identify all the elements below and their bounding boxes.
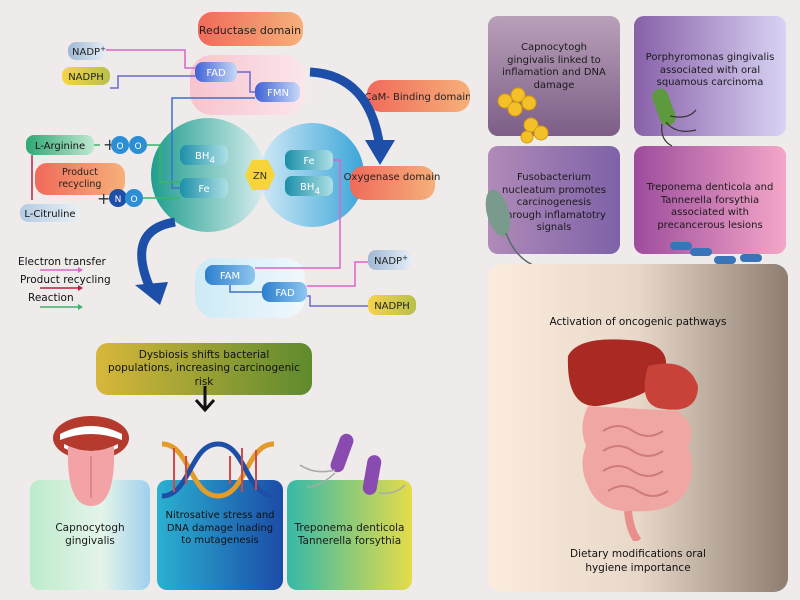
right-heme-circle (260, 123, 364, 227)
nadp-top-label: NADP+ (72, 45, 106, 58)
nadp-top-pill (68, 42, 106, 60)
fe-left-pill (180, 178, 228, 198)
fam-label: FAM (220, 271, 240, 282)
dysbiosis-text: Dysbiosis shifts bacterial populations, … (108, 348, 300, 388)
no-label-n: N (115, 195, 122, 205)
bottom-card-2: Nitrosative stress and DNA damage lnadin… (157, 480, 283, 590)
stomach-icon (644, 363, 698, 410)
rod-bacteria-icon (652, 88, 697, 147)
legend-recycling-label: Product recycling (20, 274, 111, 286)
electron-line-fad-fmn (237, 71, 255, 93)
electron-line-nadp-bottom (307, 261, 368, 287)
electron-line-fad-fam (229, 285, 262, 293)
zn-label: ZN (253, 171, 267, 182)
fad-top-pill (195, 62, 237, 82)
reductase-domain-label: Reductase domain (199, 24, 301, 37)
reductase-domain-pill (198, 12, 303, 46)
no-atom-o (125, 189, 143, 207)
fusobacterium-icon (485, 189, 539, 268)
fam-pill (205, 265, 255, 285)
o2-label-1: O (116, 142, 123, 152)
zn-hexagon (245, 160, 275, 190)
bottom-card-2-text: Nitrosative stress and DNA damage lnadin… (165, 510, 275, 546)
chain-bacteria-icon (670, 242, 762, 264)
digestive-system-icon (567, 339, 698, 541)
curved-arrow-top-head (365, 140, 395, 165)
right-card-1-text: Capnocytogh gingivalis linked to inflama… (502, 42, 606, 91)
l-citruline-pill (20, 204, 80, 222)
fmn-pill (255, 82, 300, 102)
right-card-3: Fusobacterium nucleatum promotes carcino… (488, 146, 620, 254)
dna-helix-icon (161, 441, 275, 499)
nadp-bottom-pill (368, 250, 412, 270)
fe-right-label: Fe (303, 156, 314, 167)
no-atom-n (109, 189, 127, 207)
curved-arrow-top (309, 67, 385, 149)
right-card-4: Treponema denticola and Tannerella forsy… (634, 146, 786, 254)
bottom-card-1-text: Capnocytogh gingivalis (55, 522, 125, 548)
bh4-left-label: BH4 (195, 151, 215, 166)
bottom-card-3-text: Treponema denticola Tannerella forsythia (294, 522, 405, 548)
fmn-label: FMN (267, 88, 289, 99)
oxygenase-label-line1: Oxygenase domain (344, 172, 441, 183)
oxygenase-pill (350, 166, 435, 200)
o2-label-2: O (134, 142, 141, 152)
bh4-left-pill (180, 145, 228, 165)
o2-atom-1 (111, 136, 129, 154)
right-card-3-text: Fusobacterium nucleatum promotes carcino… (502, 172, 606, 233)
fad-top-label: FAD (206, 68, 226, 79)
right-card-4-text: Treponema denticola and Tannerella forsy… (646, 182, 774, 231)
curved-arrow-bottom-head (135, 282, 168, 305)
liver-icon (567, 339, 667, 407)
electron-line-nadph-bottom (307, 295, 368, 307)
nos-enzyme-diagram: Reductase domain NADP+ NADPH FAD FMN CaM… (18, 12, 470, 318)
right-card-1: Capnocytogh gingivalis linked to inflama… (488, 16, 620, 136)
l-arginine-pill (26, 135, 94, 155)
legend-electron-label: Electron transfer (18, 256, 107, 268)
cocci-bacteria-icon (497, 87, 549, 144)
bacteria-rod-icon (299, 433, 406, 495)
fad-bottom-pill (262, 282, 307, 302)
nadph-bottom-label: NADPH (374, 301, 410, 312)
fe-right-pill (285, 150, 333, 170)
oncogenic-pathways-text: Activation of oncogenic pathways (549, 316, 727, 328)
mouth-tongue-icon (53, 416, 129, 506)
electron-line-nadp (106, 49, 195, 69)
nadph-top-label: NADPH (68, 72, 104, 83)
product-recycling-pill (35, 163, 125, 195)
curved-arrow-bottom (137, 217, 176, 290)
l-arginine-label: L-Arginine (35, 141, 85, 152)
plus-sign-2: + (97, 189, 110, 208)
nadph-bottom-pill (368, 295, 416, 315)
right-card-2: Porphyromonas gingivalis associated with… (634, 16, 786, 136)
down-arrow (194, 386, 216, 413)
reaction-line-o2 (147, 144, 180, 183)
bh4-right-label: BH4 (300, 182, 320, 197)
electron-line-nadph (110, 75, 195, 89)
cam-binding-label: CaM- Binding domain (365, 92, 470, 103)
electron-line-fe-fam (255, 159, 341, 269)
intestines-icon (582, 406, 692, 512)
nadp-bottom-label: NADP+ (374, 254, 408, 267)
bh4-right-pill (285, 176, 333, 196)
organ-panel: Activation of oncogenic pathways Dietary… (488, 264, 788, 592)
left-heme-circle (151, 118, 265, 232)
l-citruline-label: L-Citruline (24, 209, 75, 220)
fad-bottom-label: FAD (275, 288, 295, 299)
o2-atom-2 (129, 136, 147, 154)
right-card-2-text: Porphyromonas gingivalis associated with… (645, 52, 775, 88)
fe-left-label: Fe (198, 184, 209, 195)
no-label-o: O (130, 195, 137, 205)
electron-line-fmn-fe (171, 97, 255, 189)
cam-binding-pill (367, 80, 470, 112)
legend-reaction-label: Reaction (28, 292, 74, 304)
dietary-modifications-text: Dietary modifications oral hygiene impor… (570, 548, 706, 574)
nadph-top-pill (62, 67, 110, 85)
bottom-card-3: Treponema denticola Tannerella forsythia (287, 480, 412, 590)
